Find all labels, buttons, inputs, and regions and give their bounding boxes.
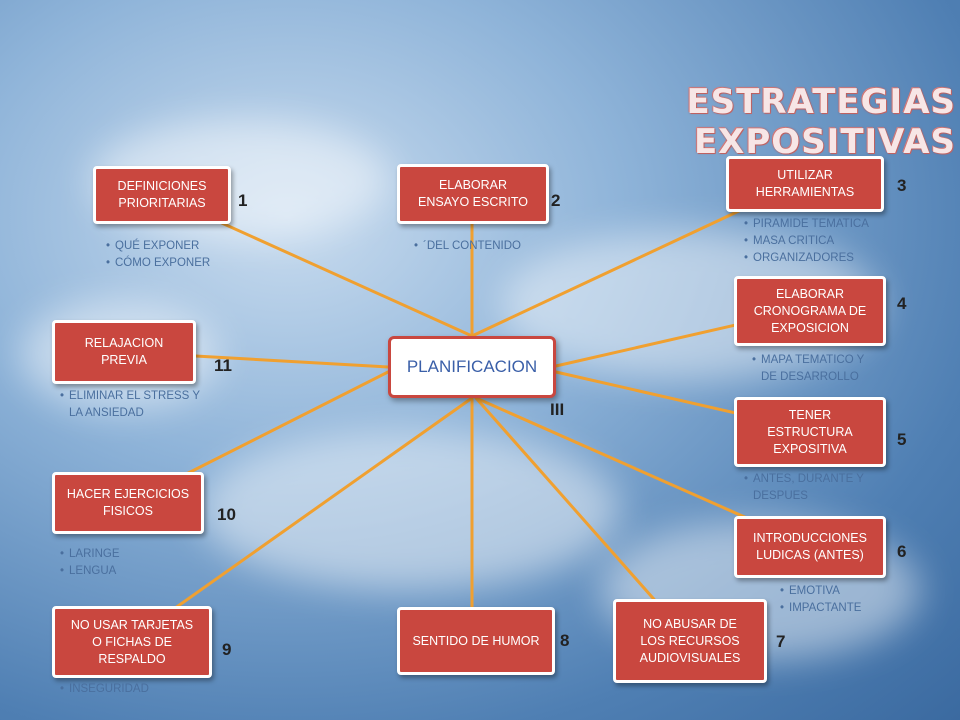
- node-number-6: 6: [897, 542, 907, 561]
- node-number-10: 10: [217, 505, 236, 524]
- node-bullets-4: MAPA TEMATICO Y DE DESARROLLO: [752, 352, 864, 386]
- node-number-1: 1: [238, 191, 248, 210]
- node-number-7: 7: [776, 632, 786, 651]
- node-box-1: DEFINICIONES PRIORITARIAS: [93, 166, 231, 224]
- node-box-5: TENER ESTRUCTURA EXPOSITIVA: [734, 397, 886, 467]
- node-box-4: ELABORAR CRONOGRAMA DE EXPOSICION: [734, 276, 886, 346]
- bullet-item: EMOTIVA: [780, 583, 861, 600]
- node-box-6: INTRODUCCIONES LUDICAS (ANTES): [734, 516, 886, 578]
- node-number-2: 2: [551, 191, 561, 210]
- node-number-3: 3: [897, 176, 907, 195]
- center-number: III: [550, 400, 565, 419]
- bullet-item: PIRAMIDE TEMATICA: [744, 216, 869, 233]
- node-box-11: RELAJACION PREVIA: [52, 320, 196, 384]
- node-bullets-5: ANTES, DURANTE Y DESPUES: [744, 471, 864, 505]
- node-bullets-10: LARINGE LENGUA: [60, 546, 120, 580]
- node-box-10: HACER EJERCICIOS FISICOS: [52, 472, 204, 534]
- node-box-9: NO USAR TARJETAS O FICHAS DE RESPALDO: [52, 606, 212, 678]
- bullet-item: INSEGURIDAD: [60, 681, 149, 698]
- node-box-2: ELABORAR ENSAYO ESCRITO: [397, 164, 549, 224]
- node-bullets-3: PIRAMIDE TEMATICA MASA CRITICA ORGANIZAD…: [744, 216, 869, 267]
- node-box-8: SENTIDO DE HUMOR: [397, 607, 555, 675]
- node-bullets-11: ELIMINAR EL STRESS Y LA ANSIEDAD: [60, 388, 200, 422]
- bullet-item: IMPACTANTE: [780, 600, 861, 617]
- node-number-11: 11: [214, 356, 232, 375]
- bullet-item: CÓMO EXPONER: [106, 255, 210, 272]
- cloud-decoration: [200, 430, 620, 590]
- bullet-item: LARINGE: [60, 546, 120, 563]
- bullet-item: ANTES, DURANTE Y DESPUES: [744, 471, 864, 505]
- bullet-item: MAPA TEMATICO Y DE DESARROLLO: [752, 352, 864, 386]
- bullet-item: MASA CRITICA: [744, 233, 869, 250]
- node-box-3: UTILIZAR HERRAMIENTAS: [726, 156, 884, 212]
- node-bullets-1: QUÉ EXPONER CÓMO EXPONER: [106, 238, 210, 272]
- node-bullets-9: INSEGURIDAD: [60, 681, 149, 698]
- node-number-4: 4: [897, 294, 907, 313]
- node-bullets-2: ´DEL CONTENIDO: [414, 238, 521, 255]
- bullet-item: ORGANIZADORES: [744, 250, 869, 267]
- bullet-item: ELIMINAR EL STRESS Y LA ANSIEDAD: [60, 388, 200, 422]
- slide-title: ESTRATEGIAS EXPOSITIVAS: [686, 82, 956, 162]
- node-box-7: NO ABUSAR DE LOS RECURSOS AUDIOVISUALES: [613, 599, 767, 683]
- bullet-item: LENGUA: [60, 563, 120, 580]
- center-node-planificacion: PLANIFICACION: [388, 336, 556, 398]
- node-bullets-6: EMOTIVA IMPACTANTE: [780, 583, 861, 617]
- node-number-9: 9: [222, 640, 232, 659]
- bullet-item: QUÉ EXPONER: [106, 238, 210, 255]
- node-number-8: 8: [560, 631, 570, 650]
- node-number-5: 5: [897, 430, 907, 449]
- connector-line: [128, 396, 474, 642]
- bullet-item: ´DEL CONTENIDO: [414, 238, 521, 255]
